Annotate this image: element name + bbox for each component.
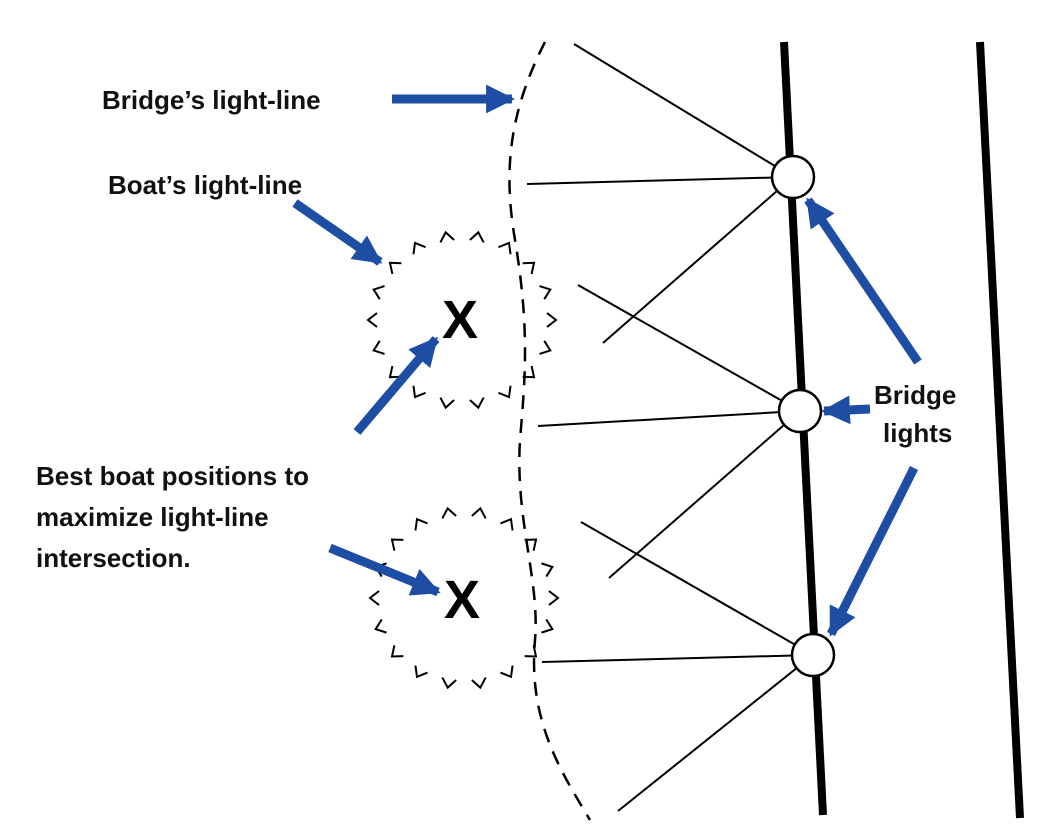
light-ray <box>602 176 794 344</box>
boat-light-line-mark <box>498 385 512 399</box>
boat-position-marker: X <box>442 290 478 350</box>
light-ray <box>537 410 801 427</box>
light-ray <box>573 43 794 178</box>
best-positions-label-line: maximize light-line <box>36 502 269 532</box>
light-ray <box>617 654 814 812</box>
light-ray <box>580 521 814 656</box>
boat-light-line-mark <box>390 538 404 551</box>
far-bank-line <box>976 41 1024 819</box>
boat-light-line-label: Boat’s light-line <box>108 170 302 200</box>
bridge-light-line-label: Bridge’s light-line <box>102 85 321 115</box>
boat-light-line-mark <box>500 517 514 531</box>
boat-light-line-mark <box>471 677 487 690</box>
boat-light-line-mark <box>388 261 402 275</box>
boat-light-line-mark <box>390 645 404 658</box>
bridge-light-arrow <box>826 465 919 637</box>
bridge-light <box>790 632 836 678</box>
boat-light-line-mark <box>414 665 428 679</box>
boat-light-line-mark <box>498 241 512 255</box>
bridge-light-arrow <box>804 197 922 365</box>
bridge-lights-label-line: lights <box>883 418 952 448</box>
boat-light-line-mark <box>372 285 385 300</box>
boat-light-line-mark <box>441 506 457 519</box>
boat-light-line-mark <box>439 397 455 410</box>
boat-light-line-mark <box>388 365 402 379</box>
boat-light-line-mark <box>368 590 380 606</box>
light-ray <box>608 410 801 579</box>
boat-light-line-mark <box>522 261 536 275</box>
boat-light-line-mark <box>548 590 560 606</box>
bridge-light <box>777 388 823 434</box>
boat-light-line-mark <box>414 517 428 531</box>
bridge-light <box>770 154 816 200</box>
pointer-arrows <box>292 84 922 637</box>
boat-light-line-mark <box>372 340 385 355</box>
boat-position-marker: X <box>444 570 480 630</box>
best-positions-label-line: intersection. <box>36 543 191 573</box>
boat-light-line-mark <box>522 365 536 379</box>
boat-light-line-mark <box>412 385 426 399</box>
boat-light-line-mark <box>539 285 552 300</box>
boat-light-line-mark <box>469 230 485 243</box>
boat-light-line-mark <box>546 312 558 328</box>
boat-light-line-mark <box>541 618 554 634</box>
boat-light-line-mark <box>441 677 457 690</box>
boat-light-line-ring <box>366 230 558 410</box>
light-ray <box>577 284 801 412</box>
boat-light-line-mark <box>524 538 538 551</box>
boat-light-line-mark <box>524 645 538 658</box>
bridge-light-line-curve <box>508 41 592 821</box>
bridge-light-arrow <box>821 395 871 425</box>
boat-light-line-mark <box>541 562 554 578</box>
best-position-arrow <box>353 336 440 435</box>
best-position-arrow <box>328 543 441 597</box>
boat-light-line-mark <box>374 618 387 634</box>
light-ray <box>541 654 814 663</box>
boat-light-line-mark <box>539 340 552 355</box>
bridge-lights-label-line: Bridge <box>874 380 956 410</box>
boat-light-line-mark <box>471 506 487 519</box>
boat-light-line-ring <box>368 506 560 690</box>
boat-light-line-arrow <box>292 199 383 266</box>
boat-light-line-mark <box>412 241 426 255</box>
best-positions-label-line: Best boat positions to <box>36 461 309 491</box>
boat-light-line-mark <box>439 230 455 243</box>
boat-light-line-mark <box>500 665 514 679</box>
boat-light-line-mark <box>366 312 378 328</box>
boat-light-line-mark <box>469 397 485 410</box>
light-rays <box>526 43 814 812</box>
light-ray <box>526 176 794 185</box>
